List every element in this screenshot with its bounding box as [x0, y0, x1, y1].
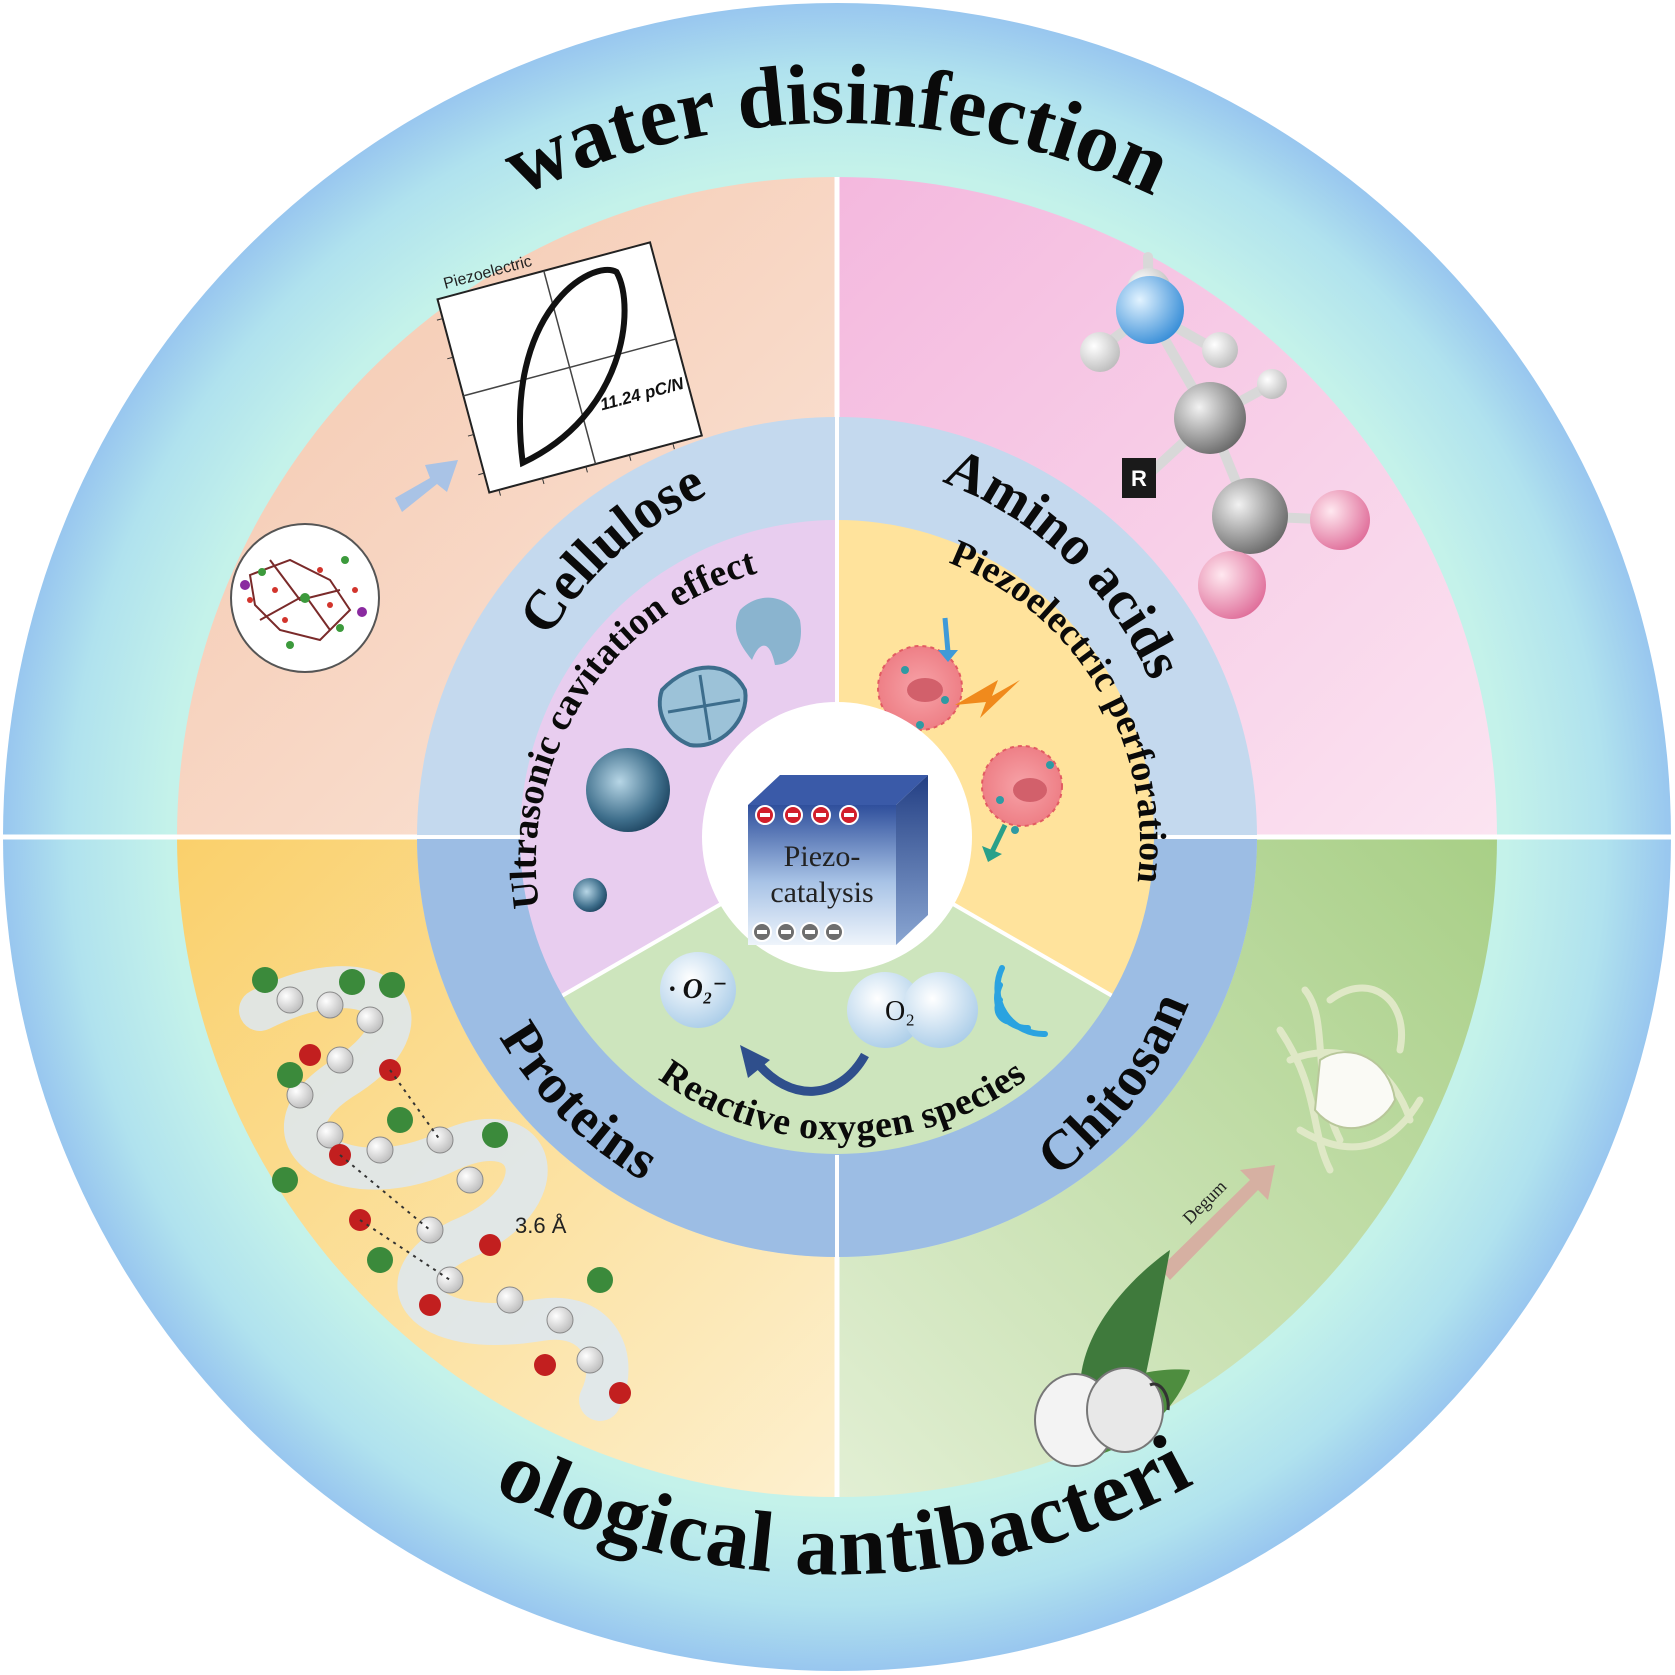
superoxide-radical-bubble: · O₂⁻: [660, 952, 736, 1028]
chitosan-fiber-illustration: [1276, 984, 1424, 1174]
oxygen-molecule-bubble: O₂: [847, 972, 978, 1048]
amino-acid-molecule-model: R: [1080, 252, 1370, 619]
arrow-down-left-icon: [982, 823, 1008, 862]
cavitation-bubbles-illustration: [573, 597, 801, 912]
oxygen-label: O₂: [885, 996, 915, 1027]
center-label-line1: Piezo-: [784, 840, 861, 873]
superoxide-label: · O₂⁻: [669, 974, 728, 1005]
r-group-label: R: [1131, 466, 1147, 491]
sector-reactive-oxygen-species: [562, 837, 1112, 1154]
lightning-bolt-icon: [955, 680, 1020, 718]
ultrasound-wave-icon: [994, 965, 1048, 1038]
cotton-boll-illustration: [1034, 1250, 1190, 1467]
piezo-catalyst-cube: Piezo- catalysis: [748, 775, 928, 945]
cellulose-crystal-structure-illustration: [230, 523, 380, 673]
bacteria-cell-illustration: [877, 645, 1063, 834]
center-label-line2: catalysis: [770, 876, 873, 909]
protein-alpha-helix-model: 3.6 Å: [239, 966, 631, 1421]
cycle-arrow-icon: [740, 1045, 869, 1096]
arrow-down-icon: [938, 617, 958, 662]
right-arrow-icon: [395, 460, 458, 512]
helix-pitch-label: 3.6 Å: [515, 1213, 567, 1238]
